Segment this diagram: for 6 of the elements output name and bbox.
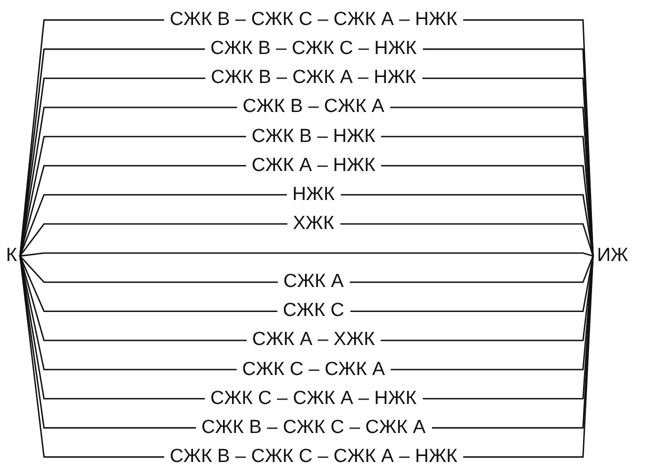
- connector-line: [19, 256, 594, 312]
- connector-line: [20, 252, 594, 257]
- connector-line: [19, 194, 594, 256]
- node-label: ИЖ: [597, 245, 628, 267]
- connector-line: [19, 223, 594, 256]
- node-label: К: [6, 245, 18, 267]
